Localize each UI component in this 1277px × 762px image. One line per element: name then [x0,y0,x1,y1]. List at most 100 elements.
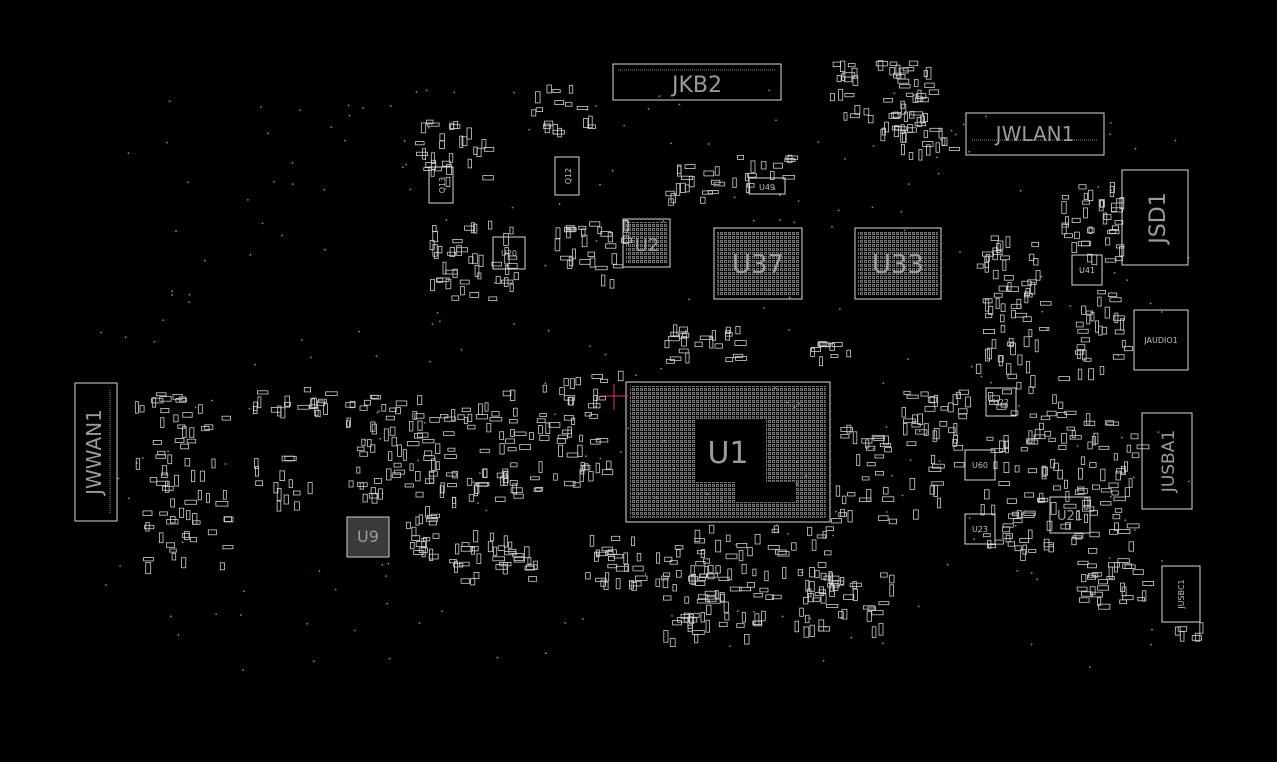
passive-pad [411,535,421,541]
passive-pad [179,396,187,402]
passive-pad [470,547,475,555]
passive-pad [155,454,166,459]
passive-pad [477,272,482,280]
passive-pad [1199,622,1204,634]
passive-pad [825,526,834,531]
chip-u1[interactable]: U1 [625,381,831,523]
passive-pad [283,401,291,407]
passive-pad [349,400,356,409]
connector-jusba1[interactable]: JUSBA1 [1141,412,1193,510]
passive-pad [803,626,810,638]
passive-pad [1126,523,1140,529]
passive-pad [359,451,368,457]
passive-pad [433,251,439,259]
via [386,602,389,605]
passive-pad [850,113,860,119]
via [729,645,731,647]
via [1110,122,1112,124]
passive-pad [884,121,889,133]
passive-pad [142,510,153,516]
connector-jusbc1[interactable]: JUSBC1 [1161,565,1201,623]
connector-jkb2[interactable]: JKB2 [612,63,782,101]
passive-pad [923,130,928,138]
passive-pad [1088,573,1099,578]
via [513,91,515,94]
chip-u60[interactable]: U60 [964,449,996,481]
label-jusbc1: JUSBC1 [1177,579,1186,609]
passive-pad [1008,337,1014,348]
via [485,509,488,512]
via [281,234,283,237]
passive-pad [918,149,923,161]
passive-pad [559,387,565,396]
via [323,188,326,191]
passive-pad [687,616,693,629]
passive-pad [589,257,596,268]
chip-u23[interactable]: U23 [964,513,996,545]
passive-pad [273,482,279,494]
passive-pad [1087,253,1093,263]
via [544,652,547,655]
transistor-q12[interactable]: Q12 [554,156,580,196]
connector-jwlan1[interactable]: JWLAN1 [965,112,1105,156]
passive-pad [392,472,402,478]
via [985,115,987,118]
passive-pad [695,580,706,586]
via [1150,643,1152,646]
chip-u49[interactable]: U49 [748,177,786,195]
passive-pad [445,269,458,275]
passive-pad [1039,326,1050,331]
passive-pad [1097,296,1102,307]
passive-pad [374,478,382,484]
via [599,457,602,460]
passive-pad [863,605,876,610]
passive-pad [817,342,829,347]
via [376,411,379,414]
passive-pad [568,256,574,267]
chip-u33[interactable]: U33 [854,227,942,300]
passive-pad [1060,523,1071,530]
chip-u2[interactable]: U2 [622,218,671,268]
passive-pad [1026,360,1031,374]
chip-u21[interactable]: U21 [1049,496,1091,534]
passive-pad [1065,216,1070,225]
passive-pad [415,491,424,498]
transistor-q13[interactable]: Q13 [428,166,454,204]
chip-u41[interactable]: U41 [1071,254,1103,286]
label-jaudio1: JAUDIO1 [1143,336,1177,345]
passive-pad [346,417,351,428]
passive-pad [1010,303,1022,309]
passive-pad [1076,511,1080,521]
via [779,194,781,197]
passive-pad [597,226,603,235]
chip-u22[interactable]: U22 [985,387,1017,417]
connector-jwwan1[interactable]: JWWAN1 [74,382,118,522]
passive-pad [584,463,589,471]
passive-pad [134,401,139,414]
passive-pad [199,470,206,482]
passive-pad [900,103,907,115]
via [670,142,672,145]
passive-pad [707,190,719,195]
via [1080,271,1083,274]
passive-pad [576,106,589,111]
passive-pad [767,545,780,550]
passive-pad [770,170,775,180]
chip-u9[interactable]: U9 [346,516,390,558]
passive-pad [506,263,518,269]
passive-pad [173,414,179,423]
passive-pad [1104,420,1114,426]
passive-pad [847,509,853,523]
connector-jsd1[interactable]: JSD1 [1121,169,1189,266]
connector-jaudio1[interactable]: JAUDIO1 [1133,309,1189,371]
chip-u20[interactable]: U20 [492,236,526,270]
passive-pad [882,496,895,502]
chip-u37[interactable]: U37 [713,227,803,300]
label-u41: U41 [1079,266,1095,275]
passive-pad [178,507,185,518]
passive-pad [1040,415,1051,421]
passive-pad [682,332,690,338]
passive-pad [1000,325,1006,333]
via [684,329,687,332]
passive-pad [975,363,982,374]
